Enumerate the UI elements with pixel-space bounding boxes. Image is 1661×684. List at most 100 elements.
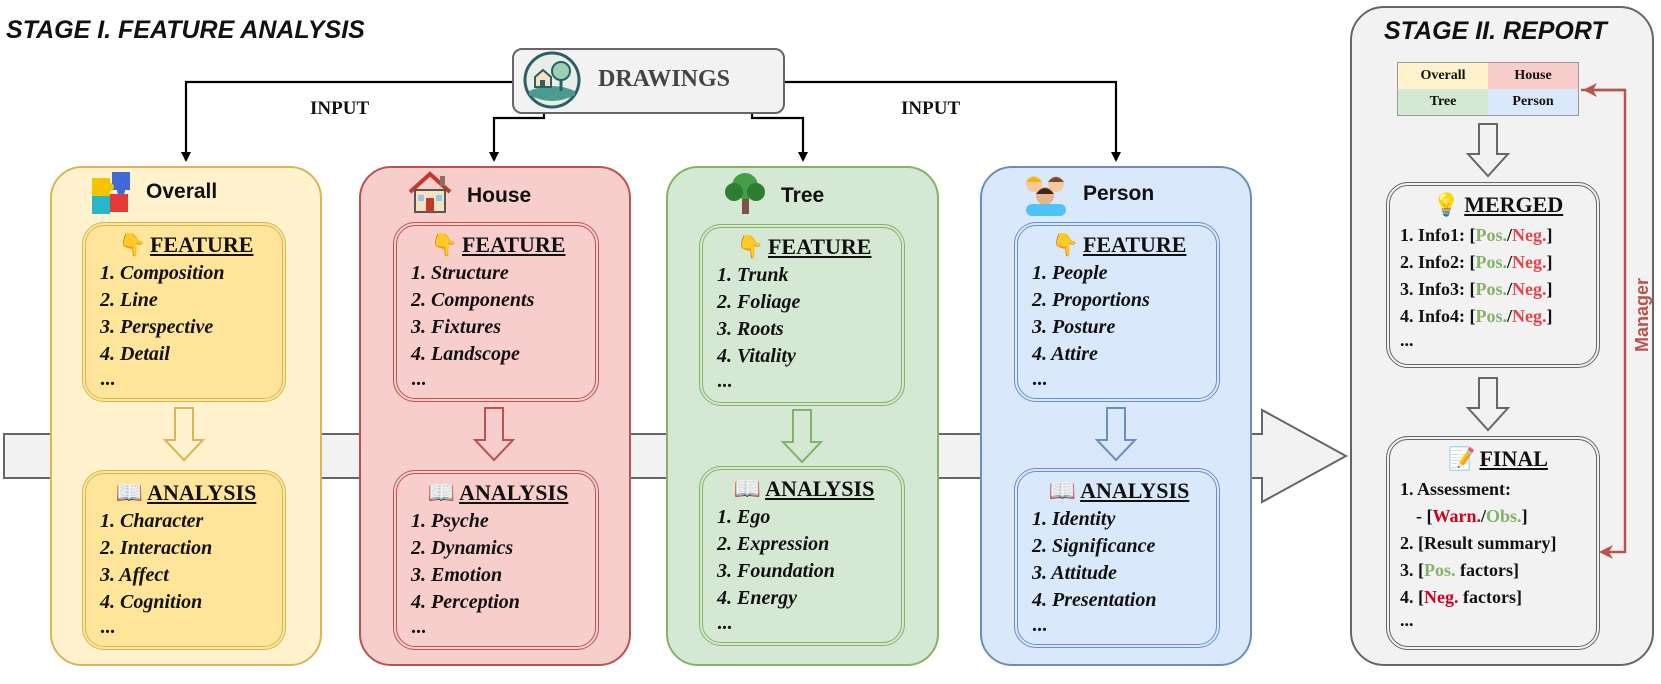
analysis-item: 4. Perception xyxy=(411,591,520,613)
house-feature-box: 👇FEATURE 1. Structure 2. Components 3. F… xyxy=(393,222,599,402)
feature-item: 4. Vitality xyxy=(717,345,796,367)
legend-overall: Overall xyxy=(1398,63,1488,89)
analysis-item: 1. Character xyxy=(100,510,204,532)
feature-heading: 👇FEATURE xyxy=(118,232,254,257)
feature-item: 1. Trunk xyxy=(717,264,789,286)
legend-person: Person xyxy=(1488,89,1578,115)
feature-item: 1. Structure xyxy=(411,262,509,284)
book-icon: 📖 xyxy=(1048,478,1077,503)
final-neg-factors: 4. [Neg. factors] xyxy=(1400,587,1522,607)
feature-item: 3. Posture xyxy=(1032,316,1116,338)
analysis-item: 1. Identity xyxy=(1032,508,1116,530)
feature-item: 4. Detail xyxy=(100,343,170,365)
merged-heading: 💡MERGED xyxy=(1432,192,1564,217)
analysis-item: 3. Foundation xyxy=(717,560,835,582)
analysis-ellipsis: ... xyxy=(1032,614,1047,636)
final-pos-factors: 3. [Pos. factors] xyxy=(1400,560,1519,580)
merged-item: 2. Info2: [Pos./Neg.] xyxy=(1400,252,1553,272)
merged-item: 1. Info1: [Pos./Neg.] xyxy=(1400,225,1553,245)
puzzle-icon xyxy=(92,172,130,214)
people-icon xyxy=(1026,176,1066,216)
stage1-title: STAGE I. FEATURE ANALYSIS xyxy=(6,16,365,44)
feature-ellipsis: ... xyxy=(100,368,115,390)
tree-icon xyxy=(725,173,765,214)
feature-heading: 👇FEATURE xyxy=(430,232,566,257)
feature-ellipsis: ... xyxy=(411,368,426,390)
merged-ellipsis: ... xyxy=(1400,330,1414,350)
drawings-icon xyxy=(523,51,581,109)
tree-title: Tree xyxy=(781,184,825,207)
analysis-ellipsis: ... xyxy=(411,616,426,638)
pointing-hand-icon: 👇 xyxy=(1051,232,1079,257)
feature-heading: 👇FEATURE xyxy=(736,234,872,259)
final-box: 📝FINAL 1. Assessment: - [Warn./Obs.] 2. … xyxy=(1386,436,1600,650)
final-assessment: 1. Assessment: xyxy=(1400,479,1511,499)
pointing-hand-icon: 👇 xyxy=(118,232,146,257)
drawings-label: DRAWINGS xyxy=(598,66,731,92)
feature-item: 2. Proportions xyxy=(1032,289,1150,311)
merged-box: 💡MERGED 1. Info1: [Pos./Neg.] 2. Info2: … xyxy=(1386,182,1600,368)
analysis-item: 4. Energy xyxy=(717,587,797,609)
analysis-item: 3. Affect xyxy=(100,564,169,586)
pointing-hand-icon: 👇 xyxy=(736,234,764,259)
memo-icon: 📝 xyxy=(1448,446,1476,471)
analysis-item: 1. Ego xyxy=(717,506,771,528)
input-arrows xyxy=(181,80,1121,162)
analysis-item: 4. Presentation xyxy=(1032,589,1157,611)
analysis-item: 2. Dynamics xyxy=(411,537,514,559)
feature-heading: 👇FEATURE xyxy=(1051,232,1187,257)
lightbulb-icon: 💡 xyxy=(1432,192,1461,217)
analysis-item: 2. Interaction xyxy=(100,537,213,559)
tree-feature-box: 👇FEATURE 1. Trunk 2. Foliage 3. Roots 4.… xyxy=(699,224,905,406)
person-analysis-box: 📖ANALYSIS 1. Identity 2. Significance 3.… xyxy=(1014,468,1220,648)
feature-item: 2. Line xyxy=(100,289,158,311)
final-summary: 2. [Result summary] xyxy=(1400,533,1557,553)
feature-item: 3. Fixtures xyxy=(411,316,502,338)
book-icon: 📖 xyxy=(427,480,456,505)
tree-analysis-box: 📖ANALYSIS 1. Ego 2. Expression 3. Founda… xyxy=(699,466,905,646)
feature-item: 2. Components xyxy=(411,289,535,311)
person-title: Person xyxy=(1083,182,1155,205)
final-heading: 📝FINAL xyxy=(1448,446,1548,471)
legend-house: House xyxy=(1488,63,1578,89)
stage2-title: STAGE II. REPORT xyxy=(1384,17,1607,45)
book-icon: 📖 xyxy=(733,476,762,501)
feature-item: 1. Composition xyxy=(100,262,225,284)
analysis-heading: 📖ANALYSIS xyxy=(115,480,257,505)
feature-item: 1. People xyxy=(1032,262,1108,284)
analysis-item: 3. Attitude xyxy=(1032,562,1117,584)
final-warn-item: - [Warn./Obs.] xyxy=(1416,506,1528,526)
feature-ellipsis: ... xyxy=(1032,368,1047,390)
pointing-hand-icon: 👇 xyxy=(430,232,458,257)
feature-item: 4. Landscope xyxy=(411,343,520,365)
analysis-ellipsis: ... xyxy=(717,612,732,634)
overall-feature-box: 👇FEATURE 1. Composition 2. Line 3. Persp… xyxy=(82,222,286,402)
overall-analysis-box: 📖ANALYSIS 1. Character 2. Interaction 3.… xyxy=(82,470,286,650)
feature-item: 4. Attire xyxy=(1032,343,1098,365)
merged-item: 3. Info3: [Pos./Neg.] xyxy=(1400,279,1553,299)
feature-item: 3. Perspective xyxy=(100,316,214,338)
feature-item: 3. Roots xyxy=(717,318,784,340)
analysis-item: 2. Significance xyxy=(1032,535,1156,557)
analysis-heading: 📖ANALYSIS xyxy=(733,476,875,501)
input-label-left: INPUT xyxy=(310,98,370,119)
analysis-heading: 📖ANALYSIS xyxy=(427,480,569,505)
merged-item: 4. Info4: [Pos./Neg.] xyxy=(1400,306,1553,326)
analysis-item: 2. Expression xyxy=(717,533,830,555)
analysis-item: 3. Emotion xyxy=(411,564,503,586)
analysis-heading: 📖ANALYSIS xyxy=(1048,478,1190,503)
analysis-item: 4. Cognition xyxy=(100,591,203,613)
final-ellipsis: ... xyxy=(1400,610,1414,630)
overall-title: Overall xyxy=(146,180,218,203)
category-legend: Overall House Tree Person xyxy=(1397,62,1579,116)
legend-tree: Tree xyxy=(1398,89,1488,115)
house-analysis-box: 📖ANALYSIS 1. Psyche 2. Dynamics 3. Emoti… xyxy=(393,470,599,650)
manager-label: Manager xyxy=(1632,277,1652,352)
house-icon xyxy=(408,171,452,213)
person-feature-box: 👇FEATURE 1. People 2. Proportions 3. Pos… xyxy=(1014,222,1220,402)
book-icon: 📖 xyxy=(115,480,144,505)
analysis-ellipsis: ... xyxy=(100,616,115,638)
house-title: House xyxy=(467,184,532,207)
analysis-item: 1. Psyche xyxy=(411,510,489,532)
feature-ellipsis: ... xyxy=(717,370,732,392)
